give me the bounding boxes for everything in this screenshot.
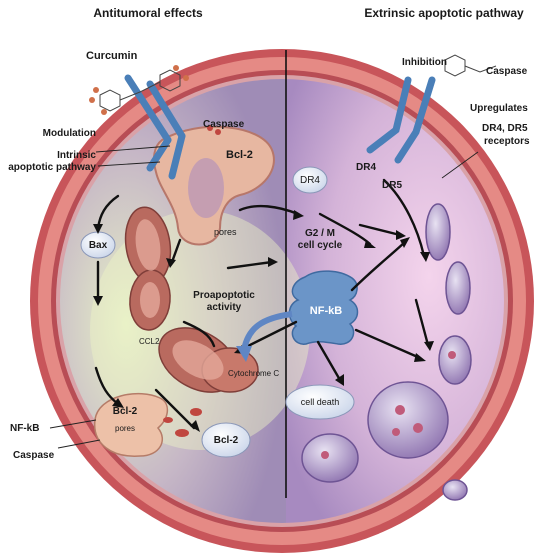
- label-nfkb-left: NF-kB: [10, 423, 40, 434]
- label-bax: Bax: [88, 240, 108, 251]
- vesicles: [301, 203, 472, 501]
- label-proapoptotic-line2: activity: [206, 302, 242, 313]
- bcl2-pores-shape: [94, 392, 169, 457]
- label-pores-top: pores: [214, 227, 237, 237]
- curcumin-receptor: [124, 74, 186, 180]
- label-g2m-line2: cell cycle: [297, 240, 343, 251]
- inhibitor-molecule: [444, 54, 497, 77]
- label-bcl2-top: Bcl-2: [226, 149, 253, 161]
- label-dr5-receptor: DR5: [382, 180, 403, 191]
- dr-receptor: [366, 76, 436, 164]
- label-inhibition: Inhibition: [402, 57, 447, 68]
- arrowheads: [93, 210, 434, 432]
- label-nfkb-center: NF-kB: [309, 305, 343, 317]
- header-right: Extrinsic apoptotic pathway: [364, 6, 524, 20]
- header-left: Antitumoral effects: [93, 6, 203, 20]
- label-dr-receptors-line2: receptors: [484, 136, 530, 147]
- label-caspase-right: Caspase: [486, 66, 528, 77]
- curcumin-molecule: [99, 69, 181, 112]
- label-modulation: Modulation: [42, 128, 96, 139]
- label-dr-receptors-line1: DR4, DR5: [482, 123, 528, 134]
- label-cytochrome-c: Cytochrome C: [228, 369, 280, 378]
- label-dr4-cell: DR4: [299, 175, 321, 186]
- label-cell-death: cell death: [300, 397, 340, 407]
- label-pores-left: pores: [114, 424, 136, 433]
- label-caspase-left: Caspase: [13, 450, 55, 461]
- cell-death-bubble: [285, 384, 355, 420]
- label-dr4-receptor: DR4: [356, 162, 377, 173]
- label-caspase-top: Caspase: [203, 119, 245, 130]
- label-curcumin: Curcumin: [86, 50, 138, 62]
- dr4-bubble: [292, 166, 328, 194]
- label-proapoptotic-line1: Proapoptotic: [193, 290, 255, 301]
- label-g2m-line1: G2 / M: [304, 228, 336, 239]
- blue-curved-arrow: [241, 311, 293, 351]
- label-upregulates: Upregulates: [470, 103, 528, 114]
- leader-lines: [49, 145, 479, 449]
- bcl2-bottom-bubble: [201, 422, 251, 458]
- label-intrinsic-line2: apoptotic pathway: [8, 162, 96, 173]
- label-bcl2-left: Bcl-2: [112, 406, 138, 417]
- label-intrinsic-line1: Intrinsic: [57, 150, 96, 161]
- label-bcl2-bottom: Bcl-2: [213, 435, 239, 446]
- label-ccl2: CCL2: [139, 337, 160, 346]
